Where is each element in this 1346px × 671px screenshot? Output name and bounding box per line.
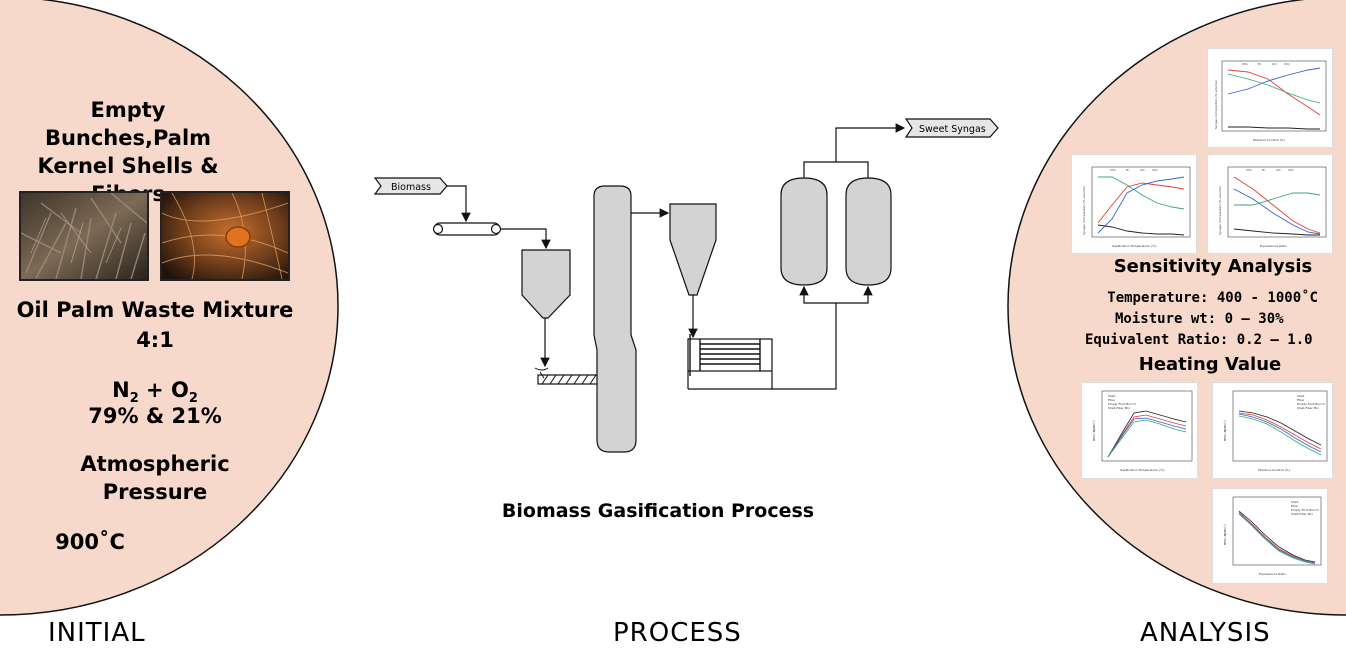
gas-percent: 79% & 21% <box>88 404 222 428</box>
kernel-shell-icon <box>225 226 251 248</box>
param-moisture: Moisture wt: 0 – 30% <box>1115 311 1284 327</box>
syngas-moisture-plot: Moisture Content (%) CH₄ H₂ CO CO₂ Synga… <box>1214 60 1327 142</box>
svg-text:HHV (MJ/Nm³): HHV (MJ/Nm³) <box>1223 524 1227 545</box>
svg-text:Gasification Temperature (°C): Gasification Temperature (°C) <box>1120 468 1165 472</box>
pressure-line-2: Pressure <box>102 480 208 504</box>
svg-text:CO₂: CO₂ <box>1284 62 1290 66</box>
stream-absorber-top <box>803 128 904 178</box>
svg-text:Shell: Shell <box>1108 394 1115 398</box>
sensitivity-title: Sensitivity Analysis <box>1113 256 1313 277</box>
svg-text:Shell-Fiber Mix: Shell-Fiber Mix <box>1291 512 1313 516</box>
stream-to-hopper <box>500 228 551 250</box>
initial-disc <box>0 0 339 616</box>
svg-text:Gasification Temperature (°C): Gasification Temperature (°C) <box>1112 244 1157 248</box>
svg-text:CH₄: CH₄ <box>1110 168 1116 172</box>
svg-text:Empty Fruit Bunch: Empty Fruit Bunch <box>1108 402 1136 406</box>
svg-text:Shell: Shell <box>1297 394 1304 398</box>
stream-exchanger-to-absorbers <box>772 285 837 390</box>
svg-text:H₂: H₂ <box>1258 62 1262 66</box>
svg-text:Empty Fruit Bunch: Empty Fruit Bunch <box>1291 508 1319 512</box>
hhv-moisture-plot: Moisture Content (%) Shell Fiber Empty F… <box>1223 390 1328 472</box>
biomass-input-tag <box>373 177 448 195</box>
temperature-value: 900˚C <box>55 530 125 554</box>
gasifier <box>593 185 637 453</box>
mixture-ratio: 4:1 <box>136 328 174 352</box>
palm-fiber-photo <box>160 191 290 281</box>
svg-text:Moisture Content (%): Moisture Content (%) <box>1258 468 1290 472</box>
svg-text:Shell-Fiber Mix: Shell-Fiber Mix <box>1297 406 1319 410</box>
svg-text:H₂: H₂ <box>1126 168 1130 172</box>
svg-text:CO: CO <box>1140 168 1145 172</box>
syngas-temperature-plot: Gasification Temperature (°C) CH₄ H₂ CO … <box>1082 166 1191 248</box>
syngas-equivalence-plot: Equivalence Ratio CH₄ H₂ CO CO₂ Syngas C… <box>1218 166 1327 248</box>
syngas-moisture-chart: Moisture Content (%) CH₄ H₂ CO CO₂ Synga… <box>1207 48 1333 148</box>
belt-conveyor <box>433 222 501 236</box>
absorber-column-1 <box>780 177 828 286</box>
process-title: Biomass Gasification Process <box>501 500 815 522</box>
gas-composition: N2 + O2 <box>112 378 198 407</box>
svg-text:H₂: H₂ <box>1262 168 1266 172</box>
empty-bunch-photo <box>19 191 149 281</box>
svg-text:Syngas Composition (% volume): Syngas Composition (% volume) <box>1082 186 1086 235</box>
hhv-equivalence-plot: Equivalence Ratio Shell Fiber Empty Frui… <box>1223 496 1322 576</box>
heating-title: Heating Value <box>1138 354 1282 375</box>
pressure-line-1: Atmospheric <box>80 452 230 476</box>
param-temperature: Temperature: 400 - 1000˚C <box>1107 290 1318 306</box>
exchanger-tubes <box>689 334 761 376</box>
svg-text:Syngas Composition (% volume): Syngas Composition (% volume) <box>1218 186 1222 235</box>
svg-text:Syngas Composition (% volume): Syngas Composition (% volume) <box>1214 80 1218 129</box>
feed-hopper <box>521 249 571 319</box>
biomass-label: Biomass <box>391 182 431 193</box>
syngas-equivalence-chart: Equivalence Ratio CH₄ H₂ CO CO₂ Syngas C… <box>1207 154 1333 254</box>
stream-exchanger-outlet <box>687 371 773 390</box>
svg-text:Moisture Content (%): Moisture Content (%) <box>1253 138 1285 142</box>
stream-absorber-split <box>836 285 873 304</box>
svg-text:Equivalence Ratio: Equivalence Ratio <box>1259 572 1286 576</box>
svg-text:Fiber: Fiber <box>1291 504 1299 508</box>
svg-text:CH₄: CH₄ <box>1246 168 1252 172</box>
hhv-temperature-chart: Gasification Temperature (°C) Shell Fibe… <box>1081 382 1198 479</box>
svg-text:CO₂: CO₂ <box>1152 168 1158 172</box>
svg-text:CO: CO <box>1276 168 1281 172</box>
initial-label: INITIAL <box>48 618 146 648</box>
syngas-temperature-chart: Gasification Temperature (°C) CH₄ H₂ CO … <box>1071 154 1197 254</box>
svg-text:Fiber: Fiber <box>1108 398 1116 402</box>
svg-text:Empty Fruit Bunch: Empty Fruit Bunch <box>1297 402 1325 406</box>
cyclone <box>669 203 717 296</box>
stream-biomass <box>447 185 471 223</box>
screw-thread <box>534 367 597 385</box>
process-label: PROCESS <box>613 618 742 648</box>
svg-text:HHV (MJ/Nm³): HHV (MJ/Nm³) <box>1092 420 1096 441</box>
param-equivalence: Equivalent Ratio: 0.2 – 1.0 <box>1085 332 1313 348</box>
svg-text:Shell-Fiber Mix: Shell-Fiber Mix <box>1108 406 1130 410</box>
hhv-moisture-chart: Moisture Content (%) Shell Fiber Empty F… <box>1212 382 1333 479</box>
svg-text:CO: CO <box>1272 62 1277 66</box>
svg-text:CH₄: CH₄ <box>1242 62 1248 66</box>
svg-text:CO₂: CO₂ <box>1288 168 1294 172</box>
sweet-syngas-label: Sweet Syngas <box>919 124 986 135</box>
svg-text:HHV (MJ/Nm³): HHV (MJ/Nm³) <box>1223 420 1227 441</box>
svg-text:Fiber: Fiber <box>1297 398 1305 402</box>
svg-text:Shell: Shell <box>1291 500 1298 504</box>
mixture-title: Oil Palm Waste Mixture <box>16 298 294 322</box>
absorber-column-2 <box>845 177 892 286</box>
hhv-temperature-plot: Gasification Temperature (°C) Shell Fibe… <box>1092 390 1193 472</box>
hhv-equivalence-chart: Equivalence Ratio Shell Fiber Empty Frui… <box>1212 488 1328 584</box>
svg-text:Equivalence Ratio: Equivalence Ratio <box>1260 244 1287 248</box>
analysis-label: ANALYSIS <box>1140 618 1271 648</box>
